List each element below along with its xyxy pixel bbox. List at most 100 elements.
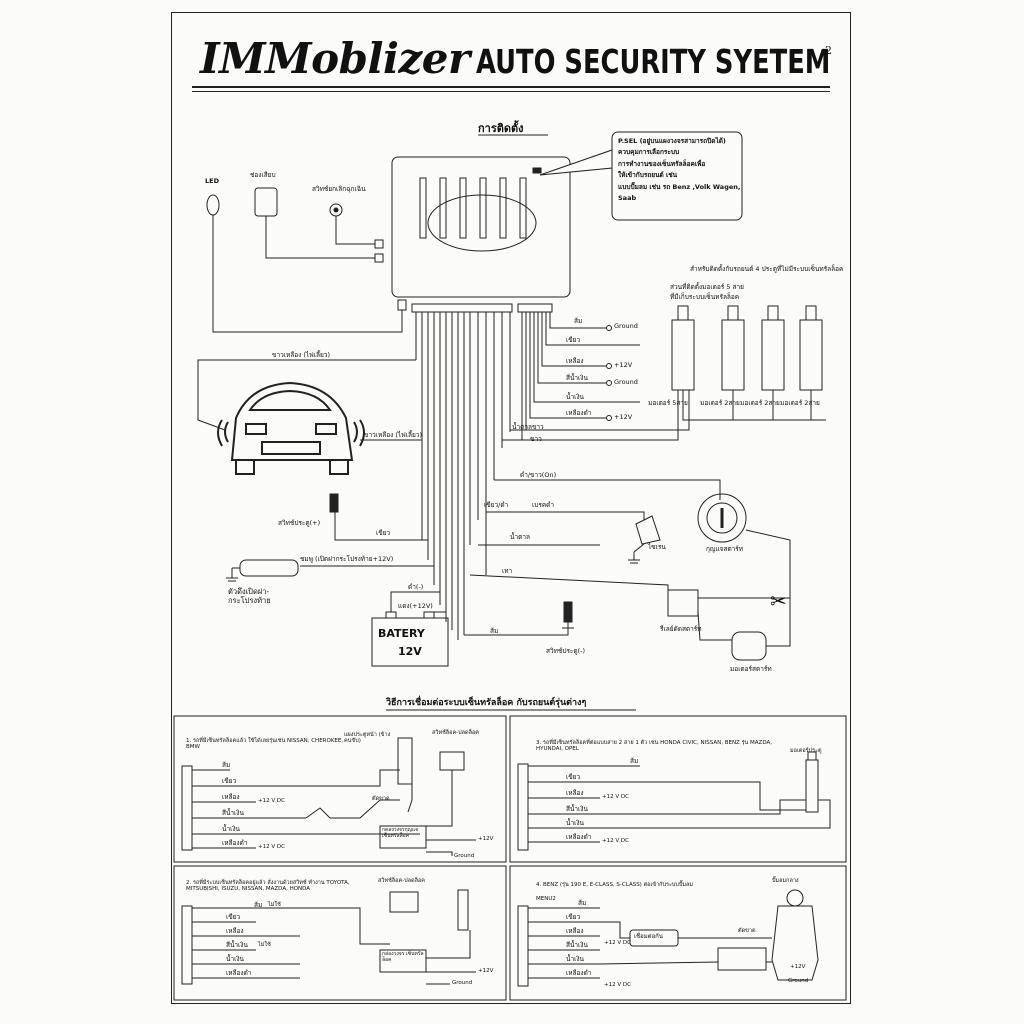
page-frame [171, 12, 851, 1004]
panel-1-wire: สีนํ้าเงิน [222, 809, 244, 817]
car-icon [230, 381, 354, 475]
panel-4-title: 4. BENZ (รุ่น 190 E, E-CLASS, S-CLASS) ต… [536, 882, 694, 888]
wiring-methods-title: วิธีการเชื่อมต่อระบบเซ็นทรัลล็อค กับรถยน… [386, 698, 587, 708]
panel-4-drawing [517, 889, 819, 987]
led-wire [212, 215, 403, 333]
green-wire-label: เขียว [376, 529, 391, 537]
siren-wire [486, 511, 645, 520]
wire-label-green: เขียว [566, 336, 581, 344]
panel-1-voltage: +12 V DC [258, 844, 285, 850]
panel-2-wire: เหลือง [226, 927, 244, 935]
panel-2-note: กล่องวงจร เซ็นทรัลล็อค [382, 951, 424, 963]
panel-1-wire: เขียว [222, 777, 237, 785]
battery-icon [371, 617, 449, 667]
pself-jumper [532, 167, 542, 174]
wire-end-ground: Ground [614, 378, 638, 386]
panel-2-voltage: ไม่ใช้ [258, 942, 271, 948]
panel-3-wire: เขียว [566, 773, 581, 781]
panel-1-wire: เหลือง [222, 793, 240, 801]
panel-3-wire: เหลืองดำ [566, 833, 592, 841]
panel-4-wire: นํ้าเงิน [566, 955, 584, 963]
header-rule-thin [192, 91, 830, 92]
siren-icon [635, 515, 661, 545]
panel-4-wire: เหลือง [566, 927, 584, 935]
panel-2-wire: นํ้าเงิน [226, 955, 244, 963]
callout-line: P.SEL (อยู่บนแผงวงจรสามารถปิดได้) [618, 137, 726, 145]
callout-line: Saab [618, 194, 637, 203]
panel-2-wire: ส้ม [254, 901, 263, 909]
sensor-wire [265, 216, 375, 259]
panel-1-wire: เหลืองดำ [222, 839, 248, 847]
callout-text: P.SEL (อยู่บนแผงวงจรสามารถปิดได้) ควบคุม… [618, 137, 741, 203]
panel-2-voltage: ไม่ใช้ [268, 902, 281, 908]
panel-2-note: Ground [452, 980, 473, 986]
panel-1-note: สวิทช์ล็อค-ปลดล็อค [432, 730, 479, 736]
led-icon [206, 194, 220, 216]
relay-wire-label: เทา [502, 567, 513, 575]
panel-1-title: 1. รถที่มีเซ็นทรัลล็อคแล้ว ใช้ได้เลยรุ่น… [186, 738, 344, 751]
wire-end-12v: +12V [614, 413, 633, 421]
callout-line: ให้เข้ากับรถยนต์ เช่น [618, 171, 678, 180]
door-plus-wire [334, 510, 428, 541]
panel-4-note: Ground [788, 978, 809, 984]
panel-2-drawing [181, 889, 476, 985]
led-label: LED [205, 177, 219, 185]
lock-note-1: สำหรับติดตั้งกับรถยนต์ 4 ประตูที่ไม่มีระ… [690, 265, 844, 273]
panel-4-wire: เหลืองดำ [566, 969, 592, 977]
brake-label: เบรคดำ [532, 501, 555, 509]
battery-label: BATERY [378, 627, 425, 640]
panel-1-note: ตัดขาด [372, 796, 390, 802]
lamp-wire-top [197, 359, 416, 431]
wire-label-yellow-black: เหลืองดำ [566, 409, 592, 417]
panel-3-box [509, 715, 847, 863]
panel-3-note: มอเตอร์ประตู [790, 748, 822, 754]
wire-end-12v: +12V [614, 361, 633, 369]
override-label: สวิทช์ยกเลิกฉุกเฉิน [312, 185, 366, 193]
callout-line: แบบปั๊มลม เช่น รถ Benz ,Volk Wagen, [618, 182, 741, 191]
panel-3-drawing [517, 751, 831, 851]
motor-label: มอเตอร์ 2สาย [780, 399, 820, 407]
door-switch-minus-label: สวิทช์ประตู(-) [546, 647, 586, 655]
callout-box [611, 131, 743, 221]
door-switch-plus-label: สวิทช์ประตู(+) [278, 519, 321, 527]
starter-relay-label: รีเลย์ตัดสตาร์ท [660, 625, 702, 633]
callout-pointer [539, 149, 613, 176]
lamp-label-top: ขาวเหลือง (ไฟเลี้ยว) [272, 351, 330, 359]
panel-3-voltage: +12 V DC [602, 794, 629, 800]
main-connector [411, 303, 513, 313]
wire-label-blue: สีนํ้าเงิน [566, 374, 588, 382]
on-wire [494, 479, 721, 500]
lamp-label-right: ขาวเหลือง (ไฟเลี้ยว) [364, 431, 422, 439]
panel-4-note: +12V [790, 964, 806, 970]
battery-negative-label: ดำ(-) [408, 583, 424, 591]
module-window [427, 194, 537, 252]
aux-connector-a [374, 239, 384, 249]
starter-relay-icon [667, 589, 699, 617]
panel-2-note: สวิทช์ล็อค-ปลดล็อค [378, 878, 425, 884]
panel-4-wire: ส้ม [578, 899, 587, 907]
wire-label-yellow: เหลือง [566, 357, 584, 365]
panel-2-note: +12V [478, 968, 494, 974]
brown-wire-label: นํ้าตาล [510, 533, 530, 541]
wire-label-orange: ส้ม [574, 317, 583, 325]
motor-label: มอเตอร์ 2สาย [740, 399, 780, 407]
panel-4-wire: เขียว [566, 913, 581, 921]
battery-pos-wire [429, 611, 447, 622]
starter-motor-icon [731, 631, 767, 661]
panel-4-note: ตัดขาด [738, 928, 756, 934]
wire-end-ground: Ground [614, 322, 638, 330]
led-connector [397, 299, 407, 311]
panel-3-title: 3. รถที่มีเซ็นทรัลล็อคที่ต่อแบบสาย 2 สาย… [536, 740, 772, 753]
panel-3-wire: ส้ม [630, 757, 639, 765]
module-slots [419, 177, 527, 239]
ground-symbols [226, 552, 640, 629]
panel-1-wire: นํ้าเงิน [222, 825, 240, 833]
panel-1-note: แผงประตูหน้า (ข้างคนขับ) [344, 732, 391, 745]
on-wire-label: ดำ/ขาว(On) [520, 471, 557, 479]
panel-1-note: Ground [454, 853, 475, 859]
orange-wire-label: ส้ม [490, 627, 499, 635]
lock-motor-wires [502, 390, 826, 441]
panel-4-note: ปั๊มลมกลาง [772, 878, 799, 884]
panel-4-voltage: +12 V DC [604, 982, 631, 988]
